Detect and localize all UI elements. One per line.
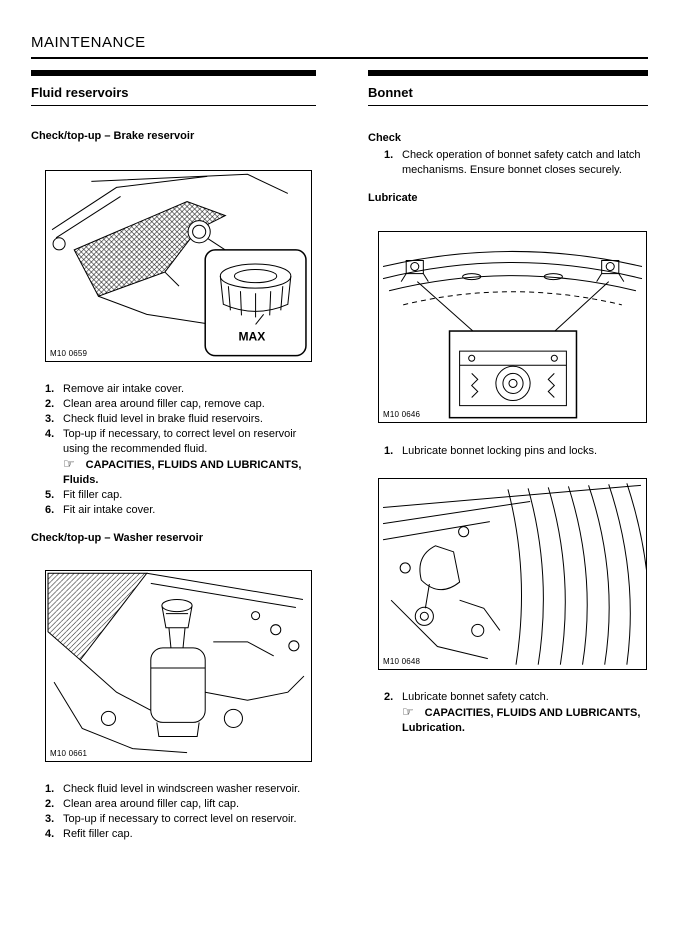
bonnet-safety-catch-illustration	[382, 483, 646, 665]
list-number: 3.	[45, 813, 55, 825]
brake-instructions-list: 1. Remove air intake cover. 2. Clean are…	[31, 382, 316, 518]
list-text: Check operation of bonnet safety catch a…	[402, 149, 641, 176]
cross-reference: ☞CAPACITIES, FLUIDS AND LUBRICANTS, Flui…	[63, 457, 316, 488]
list-text: Refit filler cap.	[63, 828, 133, 840]
cross-reference-text: CAPACITIES, FLUIDS AND LUBRICANTS, Lubri…	[402, 707, 641, 734]
figure-bonnet-locking-pins: M10 0646	[378, 231, 647, 423]
list-item: 4. Refit filler cap.	[45, 827, 316, 842]
list-text: Check fluid level in brake fluid reservo…	[63, 413, 263, 425]
figure-code: M10 0648	[383, 657, 421, 666]
cross-reference: ☞CAPACITIES, FLUIDS AND LUBRICANTS, Lubr…	[402, 705, 648, 736]
list-text: Top-up if necessary to correct level on …	[63, 813, 297, 825]
list-item: 3. Top-up if necessary to correct level …	[45, 812, 316, 827]
list-number: 2.	[45, 398, 55, 410]
list-item: 6. Fit air intake cover.	[45, 503, 316, 518]
figure-code: M10 0661	[50, 749, 88, 758]
list-text: Check fluid level in windscreen washer r…	[63, 783, 301, 795]
lubricate-list-1: 1. Lubricate bonnet locking pins and loc…	[368, 444, 648, 459]
max-label: MAX	[238, 330, 265, 344]
left-column: Fluid reservoirs Check/top-up – Brake re…	[31, 70, 316, 842]
list-number: 3.	[45, 413, 55, 425]
list-number: 1.	[384, 445, 394, 457]
list-text-main: Top-up if necessary, to correct level on…	[63, 428, 297, 455]
pointing-hand-icon: ☞	[63, 457, 75, 472]
washer-instructions-list: 1. Check fluid level in windscreen washe…	[31, 782, 316, 842]
page-header-title: MAINTENANCE	[31, 34, 146, 51]
list-item: 4. Top-up if necessary, to correct level…	[45, 427, 316, 488]
header-rule	[31, 57, 648, 59]
subheading-brake-reservoir: Check/top-up – Brake reservoir	[31, 130, 195, 142]
right-column: Bonnet Check 1. Check operation of bonne…	[368, 70, 648, 736]
list-item: 2. Lubricate bonnet safety catch. ☞CAPAC…	[384, 690, 648, 736]
list-item: 2. Clean area around filler cap, lift ca…	[45, 797, 316, 812]
list-number: 4.	[45, 428, 55, 440]
figure-code: M10 0659	[50, 349, 88, 358]
list-text: Fit air intake cover.	[63, 504, 156, 516]
list-item: 2. Clean area around filler cap, remove …	[45, 397, 316, 412]
brake-reservoir-illustration: MAX	[51, 173, 307, 357]
list-number: 2.	[45, 798, 55, 810]
bonnet-locking-pins-illustration	[382, 250, 643, 419]
list-number: 1.	[45, 783, 55, 795]
list-number: 4.	[45, 828, 55, 840]
cross-reference-text: CAPACITIES, FLUIDS AND LUBRICANTS, Fluid…	[63, 459, 302, 486]
list-number: 5.	[45, 489, 55, 501]
list-text: Top-up if necessary, to correct level on…	[63, 427, 316, 488]
list-item: 1. Lubricate bonnet locking pins and loc…	[384, 444, 648, 459]
washer-reservoir-illustration	[47, 572, 305, 754]
section-bar	[368, 70, 648, 76]
figure-code: M10 0646	[383, 410, 421, 419]
list-text: Clean area around filler cap, remove cap…	[63, 398, 265, 410]
list-number: 1.	[384, 149, 394, 161]
check-instructions-list: 1. Check operation of bonnet safety catc…	[368, 148, 648, 178]
list-text-main: Lubricate bonnet safety catch.	[402, 691, 549, 703]
list-number: 6.	[45, 504, 55, 516]
figure-washer-reservoir: M10 0661	[45, 570, 312, 762]
subheading-washer-reservoir: Check/top-up – Washer reservoir	[31, 532, 203, 544]
section-title-fluid-reservoirs: Fluid reservoirs	[31, 85, 129, 100]
list-text: Remove air intake cover.	[63, 383, 185, 395]
list-item: 1. Check fluid level in windscreen washe…	[45, 782, 316, 797]
list-text: Lubricate bonnet locking pins and locks.	[402, 445, 598, 457]
section-rule	[368, 105, 648, 106]
subheading-lubricate: Lubricate	[368, 192, 418, 204]
section-rule	[31, 105, 316, 106]
list-text: Clean area around filler cap, lift cap.	[63, 798, 240, 810]
list-item: 3. Check fluid level in brake fluid rese…	[45, 412, 316, 427]
figure-brake-reservoir: MAX M10 0659	[45, 170, 312, 362]
list-text: Lubricate bonnet safety catch. ☞CAPACITI…	[402, 690, 648, 736]
lubricate-list-2: 2. Lubricate bonnet safety catch. ☞CAPAC…	[368, 690, 648, 736]
list-item: 1. Check operation of bonnet safety catc…	[384, 148, 648, 178]
section-title-bonnet: Bonnet	[368, 85, 413, 100]
list-number: 1.	[45, 383, 55, 395]
list-number: 2.	[384, 691, 394, 703]
section-bar	[31, 70, 316, 76]
list-text: Fit filler cap.	[63, 489, 123, 501]
pointing-hand-icon: ☞	[402, 705, 414, 720]
list-item: 1. Remove air intake cover.	[45, 382, 316, 397]
figure-bonnet-safety-catch: M10 0648	[378, 478, 647, 670]
subheading-check: Check	[368, 132, 402, 144]
list-item: 5. Fit filler cap.	[45, 488, 316, 503]
